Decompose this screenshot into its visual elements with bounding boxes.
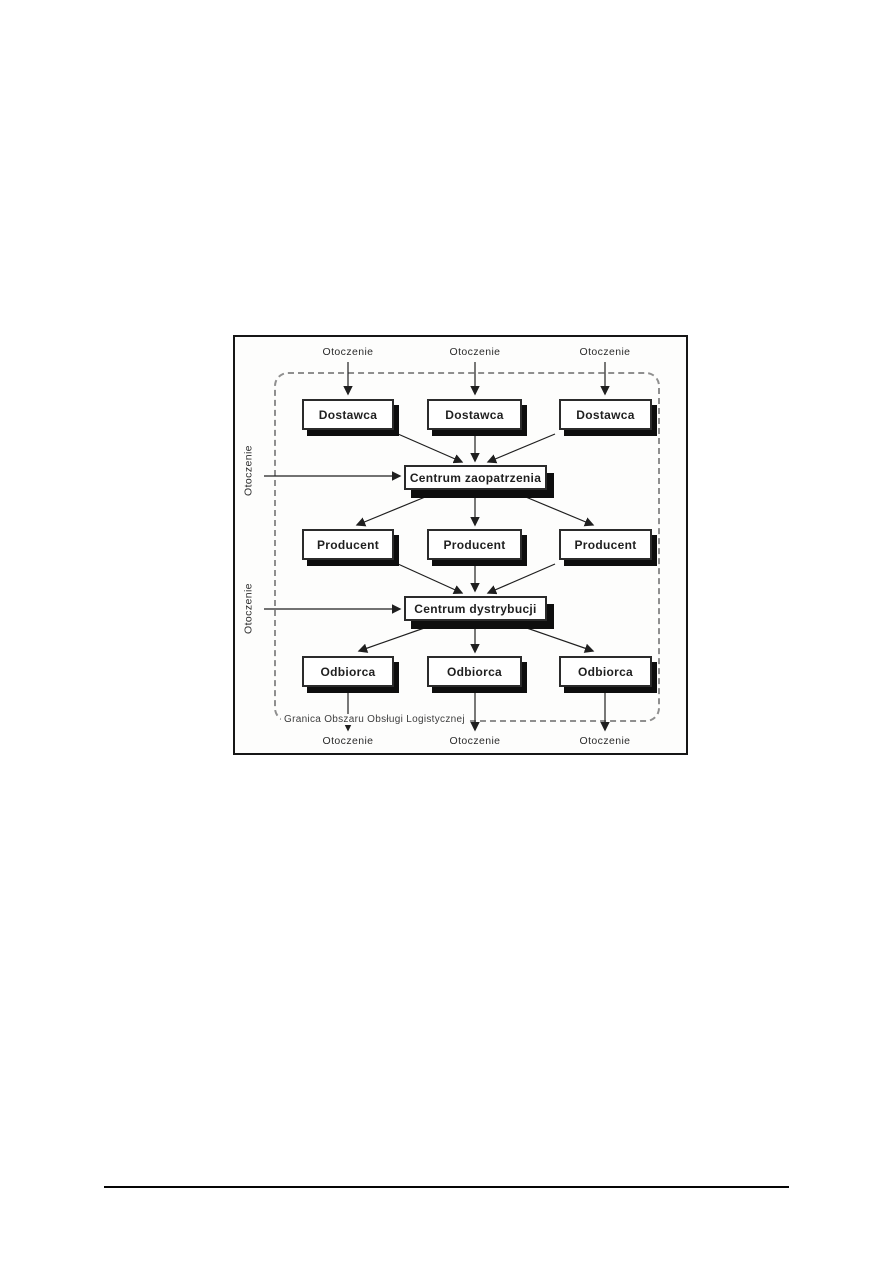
- environment-label-bottom-1: Otoczenie: [322, 735, 374, 747]
- footer-rule: [104, 1186, 789, 1188]
- receiver-box-1: Odbiorca: [302, 656, 394, 687]
- logistics-diagram-frame: Otoczenie Otoczenie Otoczenie Dostawca D…: [233, 335, 688, 755]
- environment-label-left-1: Otoczenie: [242, 445, 255, 496]
- producer-box-1: Producent: [302, 529, 394, 560]
- environment-label-top-3: Otoczenie: [579, 346, 631, 358]
- producer-box-2: Producent: [427, 529, 522, 560]
- boundary-label: Granica Obszaru Obsługi Logistycznej: [281, 714, 468, 725]
- producer-box-3: Producent: [559, 529, 652, 560]
- distribution-center-box: Centrum dystrybucji: [404, 596, 547, 621]
- supplier-box-1: Dostawca: [302, 399, 394, 430]
- environment-label-left-2: Otoczenie: [242, 583, 255, 634]
- environment-label-top-1: Otoczenie: [322, 346, 374, 358]
- flow-arrows: [264, 362, 610, 732]
- environment-label-bottom-2: Otoczenie: [449, 735, 501, 747]
- receiver-box-3: Odbiorca: [559, 656, 652, 687]
- receiver-box-2: Odbiorca: [427, 656, 522, 687]
- environment-label-bottom-3: Otoczenie: [579, 735, 631, 747]
- supplier-box-3: Dostawca: [559, 399, 652, 430]
- supplier-box-2: Dostawca: [427, 399, 522, 430]
- supply-center-box: Centrum zaopatrzenia: [404, 465, 547, 490]
- environment-label-top-2: Otoczenie: [449, 346, 501, 358]
